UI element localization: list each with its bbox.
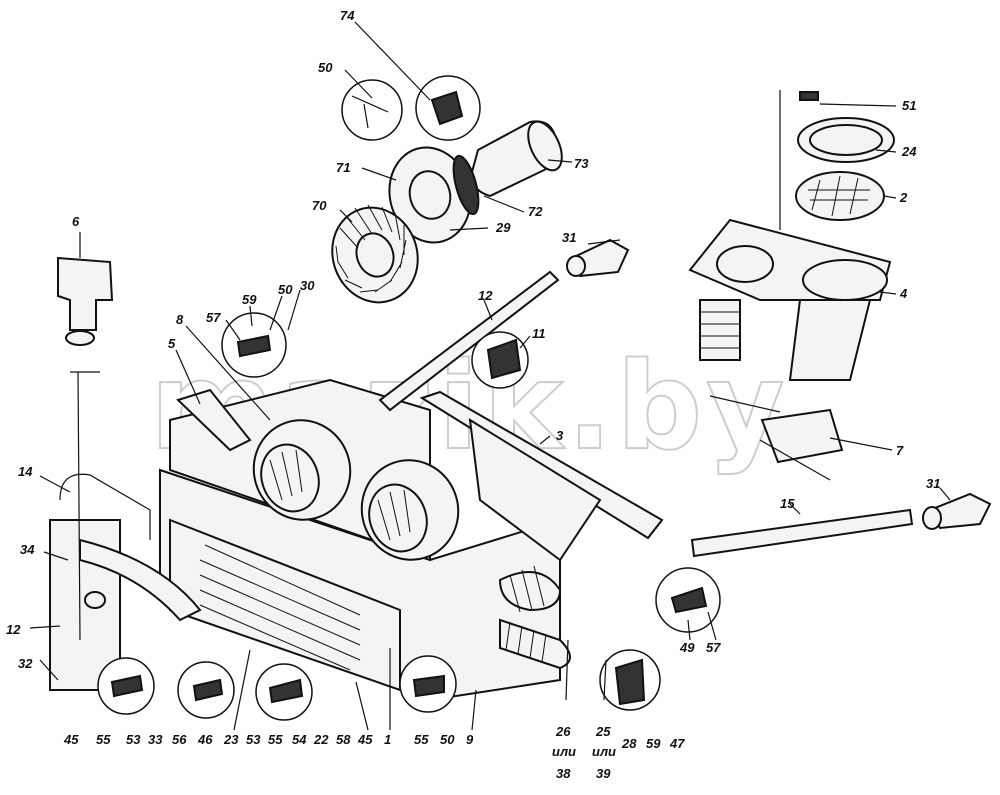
label-58: 58	[336, 732, 351, 747]
label-1: 1	[384, 732, 391, 747]
label-23: 23	[223, 732, 239, 747]
air-intake-assembly	[566, 90, 895, 481]
label-49: 49	[679, 640, 695, 655]
label-3: 3	[556, 428, 564, 443]
label-50-top: 50	[318, 60, 333, 75]
label-15: 15	[780, 496, 795, 511]
label-72: 72	[528, 204, 543, 219]
label-59-top: 59	[242, 292, 257, 307]
heater-core-assembly	[49, 256, 202, 691]
label-53-left: 53	[126, 732, 141, 747]
label-31-right: 31	[926, 476, 940, 491]
label-47: 47	[669, 736, 685, 751]
label-2: 2	[899, 190, 908, 205]
label-33: 33	[148, 732, 163, 747]
label-7: 7	[896, 443, 904, 458]
label-70: 70	[312, 198, 327, 213]
label-11: 11	[532, 326, 546, 341]
label-71: 71	[336, 160, 350, 175]
label-24: 24	[901, 144, 917, 159]
label-5: 5	[168, 336, 176, 351]
label-55-right: 55	[414, 732, 429, 747]
label-4: 4	[899, 286, 908, 301]
label-74: 74	[340, 8, 355, 23]
detail-callouts	[97, 312, 721, 721]
label-25: 25	[595, 724, 611, 739]
label-56: 56	[172, 732, 187, 747]
label-26: 26	[555, 724, 571, 739]
label-55-left: 55	[96, 732, 111, 747]
label-6: 6	[72, 214, 80, 229]
label-57-right: 57	[706, 640, 721, 655]
label-57-top: 57	[206, 310, 221, 325]
label-22: 22	[313, 732, 329, 747]
label-32: 32	[18, 656, 33, 671]
label-8: 8	[176, 312, 184, 327]
label-31-top: 31	[562, 230, 576, 245]
leader-lines	[29, 21, 951, 731]
label-or-1: или	[552, 744, 576, 759]
label-54: 54	[292, 732, 307, 747]
label-73: 73	[574, 156, 589, 171]
label-or-2: или	[592, 744, 616, 759]
label-28: 28	[621, 736, 637, 751]
label-46: 46	[197, 732, 213, 747]
label-12-top: 12	[478, 288, 493, 303]
label-14: 14	[18, 464, 33, 479]
label-50-mid: 50	[278, 282, 293, 297]
label-53-mid: 53	[246, 732, 261, 747]
label-29: 29	[495, 220, 511, 235]
label-34: 34	[20, 542, 35, 557]
label-50-bottom: 50	[440, 732, 455, 747]
fan-motor-assembly	[331, 75, 563, 304]
label-59-bottom: 59	[646, 736, 661, 751]
label-45-mid: 45	[357, 732, 373, 747]
label-38: 38	[556, 766, 571, 781]
label-30: 30	[300, 278, 315, 293]
main-housing	[159, 270, 992, 702]
label-55-mid: 55	[268, 732, 283, 747]
part-number-labels: 74 50 71 73 72 70 29 31 51 24 2 4 6 12 1…	[6, 8, 940, 781]
label-9: 9	[466, 732, 474, 747]
label-12-left: 12	[6, 622, 21, 637]
label-51: 51	[902, 98, 916, 113]
label-45-left: 45	[63, 732, 79, 747]
label-39: 39	[596, 766, 611, 781]
